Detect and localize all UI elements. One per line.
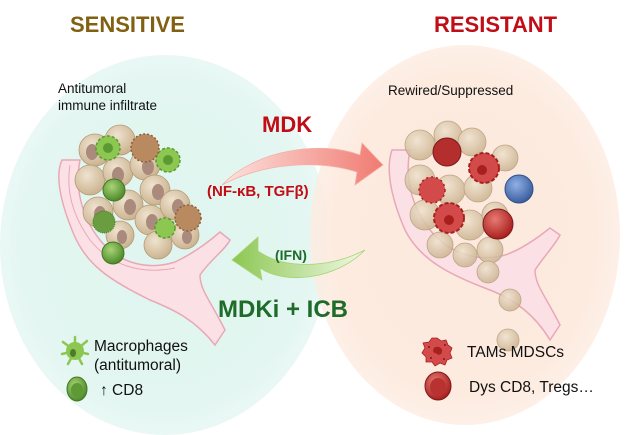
mdki-icb-label: MDKi + ICB — [218, 296, 349, 323]
dysfunctional-tcell-red-icon — [424, 371, 452, 401]
sensitive-subtitle: Antitumoral immune infiltrate — [58, 80, 208, 114]
resistant-subtitle: Rewired/Suppressed — [388, 83, 514, 98]
cd8-tcell-green-icon — [66, 376, 88, 402]
mdki-icb-arrow — [231, 236, 366, 281]
nfkb-tgfb-label: (NF-κB, TGFβ) — [207, 183, 309, 200]
legend-macrophages-line2: (antitumoral) — [94, 357, 181, 374]
immune-cells-left — [92, 133, 202, 265]
legend-dys-cd8-tregs: Dys CD8, Tregs… — [469, 379, 594, 396]
legend-cd8: ↑ CD8 — [100, 382, 144, 399]
mdk-label: MDK — [262, 112, 313, 137]
macrophage-antitumoral-icon — [60, 335, 90, 366]
immune-cells-right — [418, 137, 534, 240]
sensitive-title: SENSITIVE — [70, 12, 185, 37]
ifn-label: (IFN) — [275, 247, 307, 263]
legend-macrophages: Macrophages (antitumoral) — [94, 337, 188, 375]
sensitive-subtitle-line1: Antitumoral — [58, 81, 127, 96]
legend-macrophages-line1: Macrophages — [94, 338, 188, 355]
mdk-arrow — [221, 142, 384, 186]
sensitive-subtitle-line2: immune infiltrate — [58, 98, 158, 113]
legend-tams-mdscs: TAMs MDSCs — [467, 344, 565, 361]
tam-mdsc-icon — [421, 337, 453, 367]
resistant-title: RESISTANT — [434, 12, 558, 37]
tumor-cells-right — [404, 120, 522, 352]
